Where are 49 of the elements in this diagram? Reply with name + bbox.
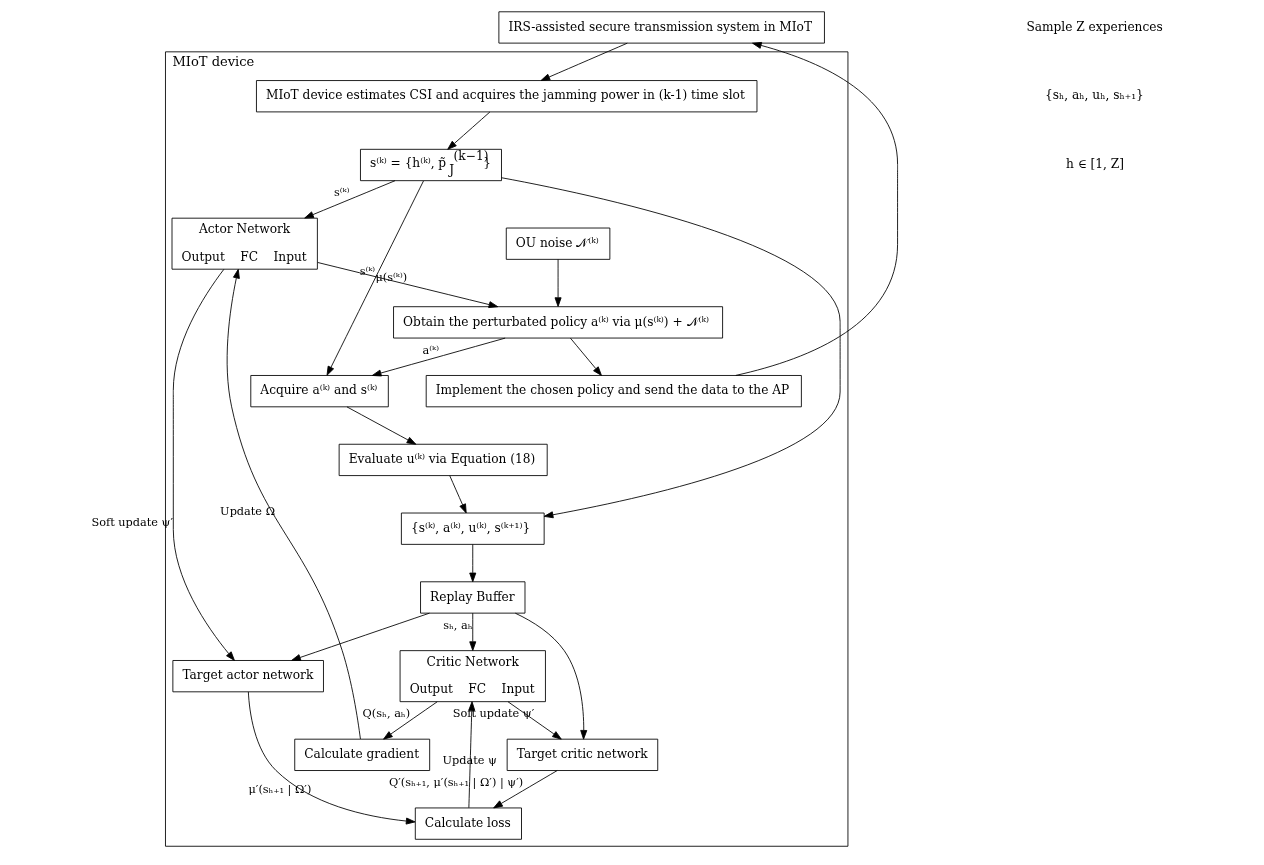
edge-label: Q′(sₕ₊₁, μ′(sₕ₊₁ | Ω′) | ψ′)	[388, 775, 523, 789]
node-box: Replay Buffer	[419, 581, 525, 614]
label: {sₕ, aₕ, uₕ, sₕ₊₁}	[1044, 88, 1144, 103]
node-box: MIoT device estimates CSI and acquires the jamming power in (k-1) time slot	[255, 80, 757, 113]
edge-label: s⁽ᵏ⁾	[333, 186, 349, 200]
arrow	[734, 42, 898, 376]
arrow	[172, 268, 235, 661]
arrow	[316, 262, 498, 309]
node-box: {s⁽ᵏ⁾, a⁽ᵏ⁾, u⁽ᵏ⁾, s⁽ᵏ⁺¹⁾}	[400, 512, 545, 545]
node-box: Acquire a⁽ᵏ⁾ and s⁽ᵏ⁾	[249, 375, 389, 408]
node-box: Critic Network Output FC Input	[399, 650, 546, 703]
arrow	[382, 701, 438, 740]
arrow	[290, 612, 430, 661]
edge-label: a⁽ᵏ⁾	[422, 343, 439, 357]
edge-label: Update ψ	[442, 753, 497, 767]
edge-label: Q(sₕ, aₕ)	[362, 707, 410, 721]
node-box: Target critic network	[506, 738, 658, 771]
node-box: IRS-assisted secure transmission system in MIoT	[497, 11, 825, 44]
arrow	[326, 180, 424, 376]
arrow	[467, 701, 475, 809]
arrow	[303, 180, 395, 219]
arrow	[247, 691, 415, 825]
edge-label: sₕ, aₕ	[442, 618, 473, 632]
arrow	[346, 406, 416, 445]
label: h ∈ [1, Z]	[1065, 157, 1124, 172]
node-box: Evaluate u⁽ᵏ⁾ via Equation (18)	[338, 443, 548, 477]
node-box: Target actor network	[171, 660, 324, 693]
node-box: Implement the chosen policy and send the data to the AP	[425, 375, 802, 408]
arrow	[468, 544, 476, 583]
arrow	[540, 42, 628, 81]
arrow	[507, 701, 562, 740]
arrow	[500, 177, 841, 519]
arrow	[569, 337, 602, 376]
node-box: OU noise 𝒩⁽ᵏ⁾	[505, 227, 610, 260]
arrow	[448, 475, 467, 514]
node-box: Calculate loss	[414, 807, 522, 840]
arrow	[468, 612, 476, 651]
arrow	[226, 268, 361, 740]
edge-label: Update Ω	[219, 505, 275, 519]
arrow	[371, 337, 506, 377]
arrow	[492, 770, 558, 809]
node-box: Actor Network Output FC Input	[171, 217, 318, 270]
arrow	[554, 258, 562, 307]
node-box: Calculate gradient	[293, 738, 430, 771]
arrow	[514, 612, 587, 740]
node-box: Obtain the perturbated policy a⁽ᵏ⁾ via μ(s⁽ᵏ⁾) + 𝒩⁽ᵏ⁾	[392, 306, 723, 339]
arrow	[446, 111, 490, 150]
label: Sample Z experiences	[1025, 19, 1163, 34]
edge-label: s⁽ᵏ⁾	[359, 264, 375, 278]
